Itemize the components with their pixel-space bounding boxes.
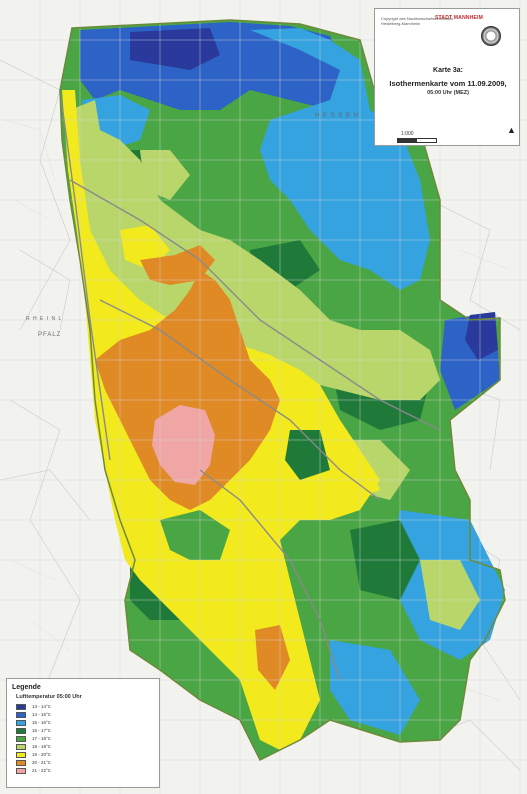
scale-bar	[397, 138, 437, 143]
legend-list: 13 - 14°C 14 - 15°C 15 - 16°C 16 - 17°C 17 -…	[16, 703, 51, 775]
legend-swatch	[16, 712, 26, 718]
legend: Legende Lufttemperatur 05:00 Uhr 13 - 14…	[6, 678, 160, 788]
zone-20-21-main	[95, 270, 280, 510]
zone-15-16-s	[330, 640, 420, 735]
legend-swatch	[16, 768, 26, 774]
legend-item: 14 - 15°C	[16, 711, 51, 719]
legend-item: 13 - 14°C	[16, 703, 51, 711]
label-hessen: H E S S E N	[315, 113, 360, 119]
zone-18-19-b	[140, 150, 190, 200]
legend-swatch	[16, 752, 26, 758]
brand-name: STADT MANNHEIM	[435, 15, 483, 21]
legend-swatch	[16, 728, 26, 734]
legend-label: 15 - 16°C	[32, 720, 52, 725]
road-network	[59, 89, 441, 681]
map-subtitle: 05:00 Uhr (MEZ)	[427, 90, 469, 96]
legend-swatch	[16, 760, 26, 766]
zone-17-18-interior	[160, 510, 230, 560]
legend-title: Legende	[12, 684, 41, 691]
legend-item: 16 - 17°C	[16, 727, 51, 735]
scale-text: 1:000	[401, 131, 414, 137]
seal-logo-icon	[481, 26, 501, 46]
legend-label: 17 - 18°C	[32, 736, 52, 741]
isotherm-zones	[60, 20, 505, 760]
zone-16-17-interior	[285, 430, 330, 480]
copyright-text: Copyright des Nachbarschaftsverbandes He…	[381, 16, 454, 26]
label-rheinland: R H E I N L	[26, 316, 63, 322]
zone-13-14-north	[130, 28, 220, 70]
legend-item: 18 - 19°C	[16, 743, 51, 751]
map-number: Karte 3a:	[433, 67, 463, 74]
legend-label: 18 - 19°C	[32, 744, 52, 749]
legend-item: 20 - 21°C	[16, 759, 51, 767]
legend-swatch	[16, 720, 26, 726]
city-boundary	[59, 19, 506, 762]
legend-item: 21 - 22°C	[16, 767, 51, 775]
legend-label: 20 - 21°C	[32, 760, 52, 765]
legend-label: 13 - 14°C	[32, 704, 52, 709]
legend-swatch	[16, 744, 26, 750]
zone-21-22-core	[152, 405, 215, 485]
zone-19-20-d	[230, 535, 280, 575]
map-title: Isothermenkarte vom 11.09.2009,	[389, 79, 507, 88]
legend-label: 14 - 15°C	[32, 712, 52, 717]
legend-label: 21 - 22°C	[32, 768, 52, 773]
zone-18-19-d	[420, 560, 480, 630]
legend-label: 16 - 17°C	[32, 728, 52, 733]
legend-item: 19 - 20°C	[16, 751, 51, 759]
zone-20-21-north	[140, 245, 215, 285]
legend-swatch	[16, 704, 26, 710]
legend-label: 19 - 20°C	[32, 752, 52, 757]
label-pfalz: PFALZ	[38, 332, 62, 338]
zone-20-21-south	[255, 625, 290, 690]
zone-13-14-east	[465, 312, 498, 360]
legend-item: 17 - 18°C	[16, 735, 51, 743]
legend-item: 15 - 16°C	[16, 719, 51, 727]
legend-swatch	[16, 736, 26, 742]
title-block: Copyright des Nachbarschaftsverbandes He…	[374, 8, 520, 146]
north-arrow-icon: ▲	[507, 125, 516, 135]
legend-subtitle: Lufttemperatur 05:00 Uhr	[16, 694, 82, 700]
zone-15-16-north	[250, 28, 430, 290]
